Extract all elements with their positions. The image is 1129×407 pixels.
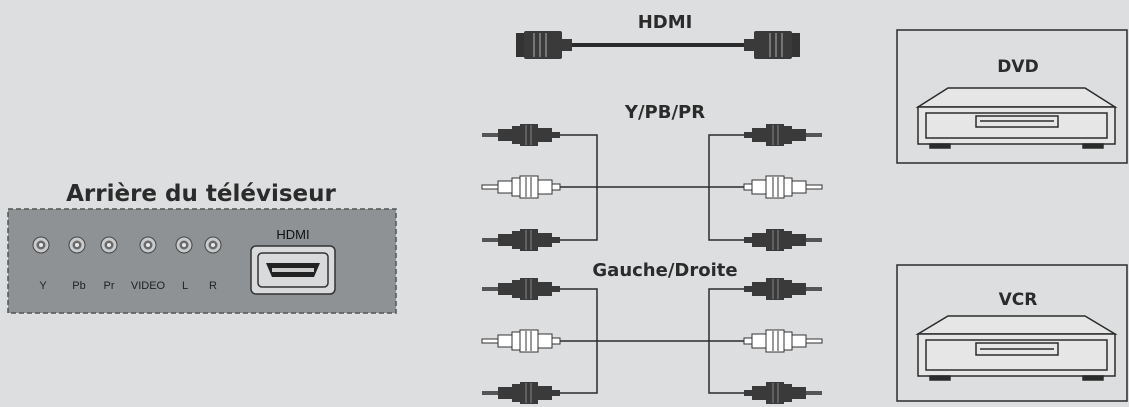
hdmi-plug-left <box>515 30 573 60</box>
component-plug-right-2 <box>743 175 823 199</box>
jack-pr <box>100 236 118 254</box>
audio-plug-left-2 <box>481 329 561 353</box>
dvd-device: DVD <box>896 29 1128 164</box>
port-label-r: R <box>209 280 217 292</box>
hdmi-plug-right <box>743 30 801 60</box>
audio-plug-right-2 <box>743 329 823 353</box>
tv-hdmi-label: HDMI <box>276 227 309 242</box>
audio-plug-left-3 <box>481 381 561 405</box>
tv-back-title: Arrière du téléviseur <box>66 181 336 207</box>
jack-r <box>204 236 222 254</box>
component-cable: Y/PB/PR <box>481 102 823 252</box>
jack-l <box>175 236 193 254</box>
tv-back-panel <box>7 208 397 314</box>
component-plug-right-3 <box>743 228 823 252</box>
vcr-device: VCR <box>896 264 1128 402</box>
audio-plug-right-3 <box>743 381 823 405</box>
audio-cable: Gauche/Droite <box>481 260 823 405</box>
vcr-box <box>896 264 1128 402</box>
hdmi-cable-title: HDMI <box>638 12 693 33</box>
port-label-pb: Pb <box>72 280 85 292</box>
jack-pb <box>68 236 86 254</box>
tv-back-section: Arrière du téléviseur Y Pb Pr VIDEO L R … <box>7 181 397 314</box>
dvd-box <box>896 29 1128 164</box>
audio-plug-left-1 <box>481 277 561 301</box>
vcr-label: VCR <box>999 290 1038 310</box>
jack-y <box>32 236 50 254</box>
hdmi-cable: HDMI <box>515 12 801 60</box>
port-label-l: L <box>182 280 188 292</box>
component-plug-left-2 <box>481 175 561 199</box>
vcr-player-icon <box>915 315 1118 381</box>
port-label-pr: Pr <box>104 280 115 292</box>
component-plug-right-1 <box>743 123 823 147</box>
jack-video <box>139 236 157 254</box>
component-cable-title: Y/PB/PR <box>624 102 705 123</box>
port-label-video: VIDEO <box>131 280 166 292</box>
component-plug-left-3 <box>481 228 561 252</box>
port-label-y: Y <box>39 280 47 292</box>
audio-plug-right-1 <box>743 277 823 301</box>
tv-hdmi-port <box>250 245 336 295</box>
dvd-label: DVD <box>997 57 1038 77</box>
component-plug-left-1 <box>481 123 561 147</box>
dvd-player-icon <box>915 87 1118 149</box>
audio-cable-title: Gauche/Droite <box>592 260 737 281</box>
